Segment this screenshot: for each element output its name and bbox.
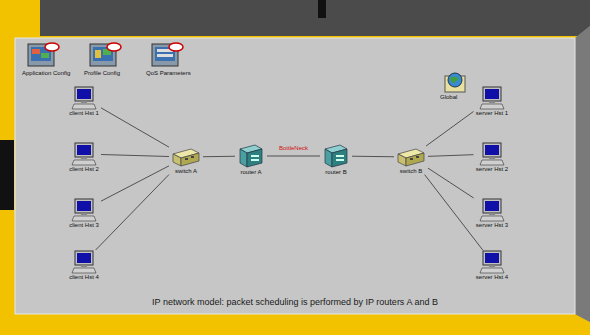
config-icons <box>28 43 465 92</box>
server-host: server Hst 3 <box>474 198 511 229</box>
panel <box>15 38 575 314</box>
switch-icon <box>396 146 426 168</box>
link-line <box>426 111 473 146</box>
client-host: client Hst 1 <box>67 86 101 117</box>
switch-node: switch B <box>394 146 428 175</box>
panel-side <box>575 26 590 322</box>
link-line <box>101 108 169 147</box>
node-label: router B <box>325 169 346 176</box>
node-label: server Hst 3 <box>476 222 508 229</box>
object-label: Profile Config <box>84 70 120 77</box>
client-host: client Hst 4 <box>67 250 101 281</box>
server-host: server Hst 2 <box>474 142 511 173</box>
link-line <box>428 168 474 198</box>
node-label: client Hst 4 <box>69 274 99 281</box>
node-label: server Hst 2 <box>476 166 508 173</box>
object-label: QoS Parameters <box>146 70 191 77</box>
switch-node: switch A <box>169 146 203 175</box>
host-icon <box>479 198 505 222</box>
link-line <box>101 155 169 157</box>
node-label: switch B <box>400 168 422 175</box>
host-icon <box>71 198 97 222</box>
host-icon <box>71 250 97 274</box>
switch-icon <box>171 146 201 168</box>
router-icon <box>237 143 265 169</box>
server-host: server Hst 1 <box>474 86 511 117</box>
link-label: BottleNeck <box>278 145 309 152</box>
link-line <box>352 156 394 158</box>
router-node: router A <box>235 143 267 176</box>
node-label: client Hst 3 <box>69 222 99 229</box>
router-node: router B <box>320 143 352 176</box>
link-line <box>203 156 235 157</box>
node-label: server Hst 1 <box>476 110 508 117</box>
link-line <box>425 175 483 250</box>
caption: IP network model: packet scheduling is p… <box>15 297 575 307</box>
node-label: client Hst 2 <box>69 166 99 173</box>
host-icon <box>71 142 97 166</box>
node-label: switch A <box>175 168 197 175</box>
node-label: router A <box>240 169 261 176</box>
top-bar <box>40 0 590 36</box>
panel-bevel <box>15 26 590 322</box>
left-strip <box>0 140 14 210</box>
client-host: client Hst 2 <box>67 142 101 173</box>
link-line <box>267 156 320 157</box>
link-line <box>96 175 169 251</box>
server-host: server Hst 4 <box>474 250 511 281</box>
link-line <box>428 155 474 157</box>
object-label: Global <box>440 94 457 101</box>
object-label: Application Config <box>22 70 70 77</box>
router-icon <box>322 143 350 169</box>
node-label: server Hst 4 <box>476 274 508 281</box>
host-icon <box>479 86 505 110</box>
host-icon <box>479 250 505 274</box>
host-icon <box>71 86 97 110</box>
node-label: client Hst 1 <box>69 110 99 117</box>
host-icon <box>479 142 505 166</box>
client-host: client Hst 3 <box>67 198 101 229</box>
link-line <box>101 166 169 201</box>
top-notch <box>318 0 326 18</box>
